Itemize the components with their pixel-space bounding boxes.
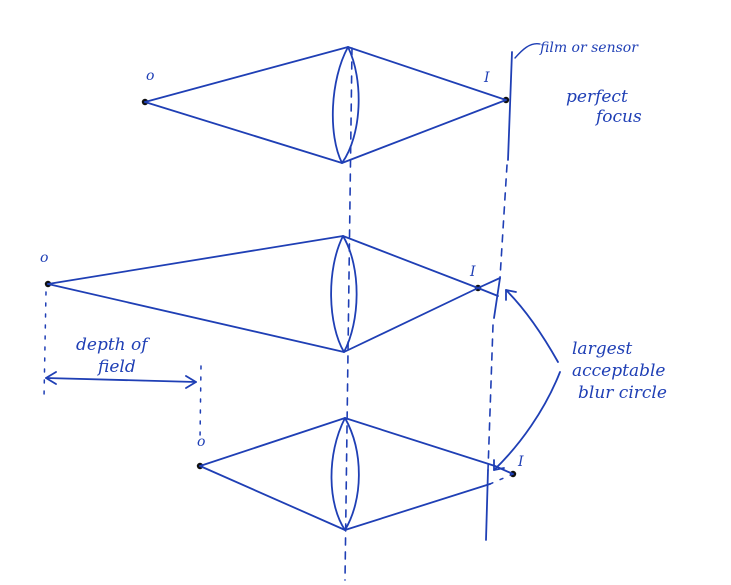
ray-bottom-extension [489,473,514,485]
film-sensor-line-top [507,51,513,161]
ray-bottom-upper-out [344,417,514,475]
ray-middle-lower-out [343,277,501,353]
blur-circle-pointer-upper [505,289,559,363]
blur-circle-pointer-lower [493,371,561,471]
near-object-configuration: o I [196,417,524,531]
dof-near-limit-marker [199,365,202,441]
image-label-middle: I [469,264,476,280]
film-sensor-leader [514,43,541,59]
perfect-focus-label-line1: perfect [566,87,628,107]
depth-of-field-label-line1: depth of [76,335,150,355]
ray-top-upper-in [144,46,349,103]
blur-circle-label-line2: acceptable [572,361,665,381]
film-sensor-line-lower [487,324,494,471]
blur-circle-pointer-lower-head [493,459,505,471]
dof-arrow-shaft [45,377,197,383]
film-sensor-line-bottom [485,469,489,541]
lens-middle [330,235,358,353]
ray-middle-lower-in [47,283,345,353]
image-label-top: I [483,70,490,86]
lens-bottom [330,417,360,531]
object-label-middle: o [40,250,48,266]
ray-middle-upper-in [47,235,344,285]
ray-bottom-lower-out [344,483,491,531]
perfect-focus-configuration: o I [141,46,510,164]
ray-top-lower-out [341,99,507,164]
ray-top-lower-in [144,101,343,164]
depth-of-field-label-line2: field [96,357,136,377]
blur-circle-label-line1: largest [572,339,632,359]
film-sensor-line-segment [493,277,501,319]
ray-top-upper-out [347,46,507,101]
dof-arrow-head-right [185,375,197,389]
ray-bottom-upper-in [199,417,346,467]
perfect-focus-label-line2: focus [594,107,642,127]
blur-circle-label-line3: blur circle [578,383,667,403]
object-label-top: o [146,68,154,84]
lens-top [331,46,360,164]
image-label-bottom: I [517,454,524,470]
lens-axis-line [344,47,353,581]
far-object-configuration: o I [40,235,501,353]
film-sensor-line-middle [499,164,508,279]
dof-far-limit-marker [43,291,47,399]
ray-bottom-lower-in [199,465,346,531]
dof-arrow-head-left [45,371,57,385]
blur-circle-pointer-upper-head [505,289,517,301]
film-sensor-label: film or sensor [539,40,639,56]
object-label-bottom: o [197,434,205,450]
